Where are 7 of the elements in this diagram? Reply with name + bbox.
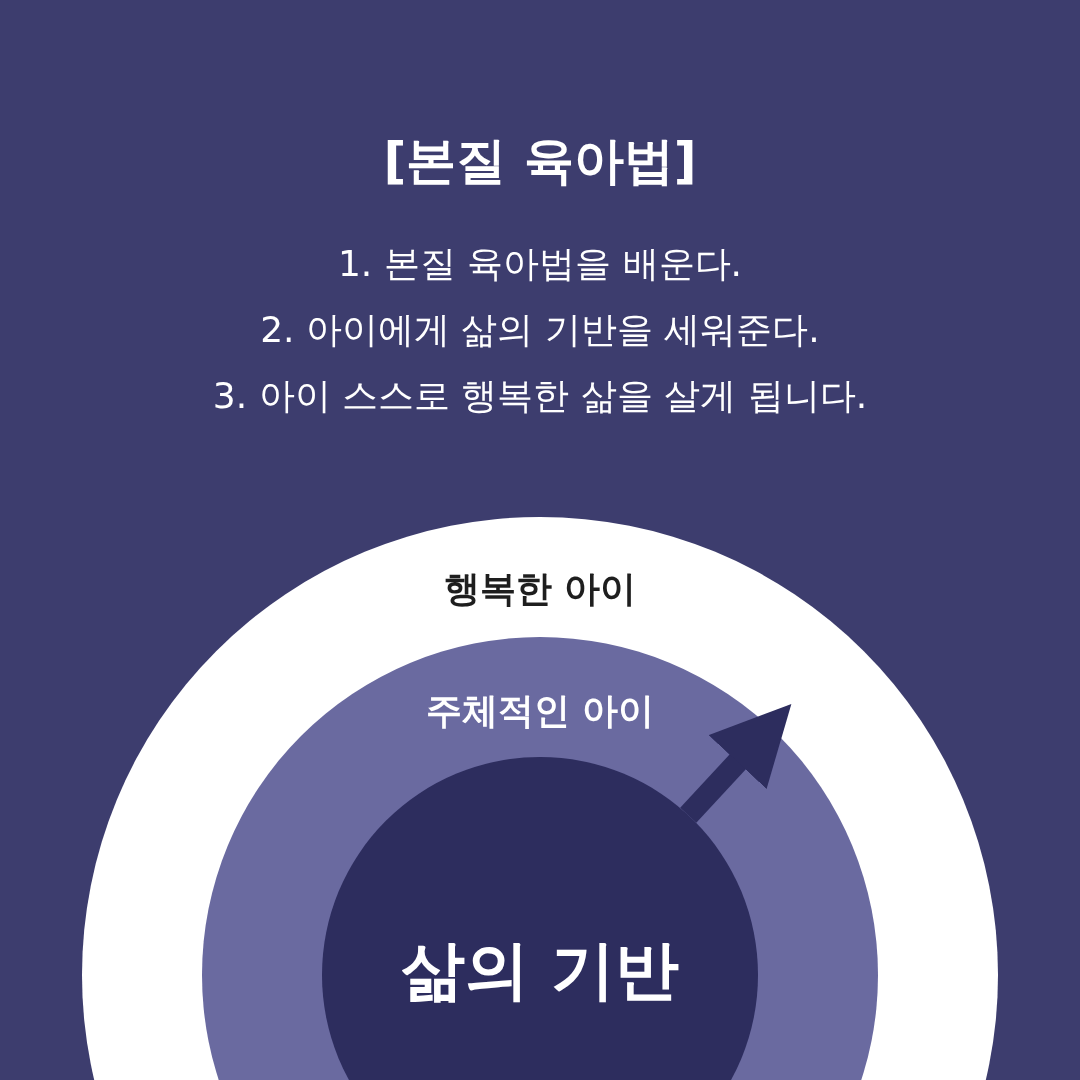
- list-item: 1. 본질 육아법을 배운다.: [337, 243, 743, 284]
- title-heading: [본질 육아법]: [383, 132, 697, 190]
- circle-label: 주체적인 아이: [425, 689, 655, 733]
- circle-label: 행복한 아이: [443, 567, 637, 611]
- list-item: 3. 아이 스스로 행복한 삶을 살게 됩니다.: [212, 375, 868, 416]
- list-item: 2. 아이에게 삶의 기반을 세워준다.: [260, 309, 820, 350]
- circle-label: 삶의 기반: [400, 932, 680, 1009]
